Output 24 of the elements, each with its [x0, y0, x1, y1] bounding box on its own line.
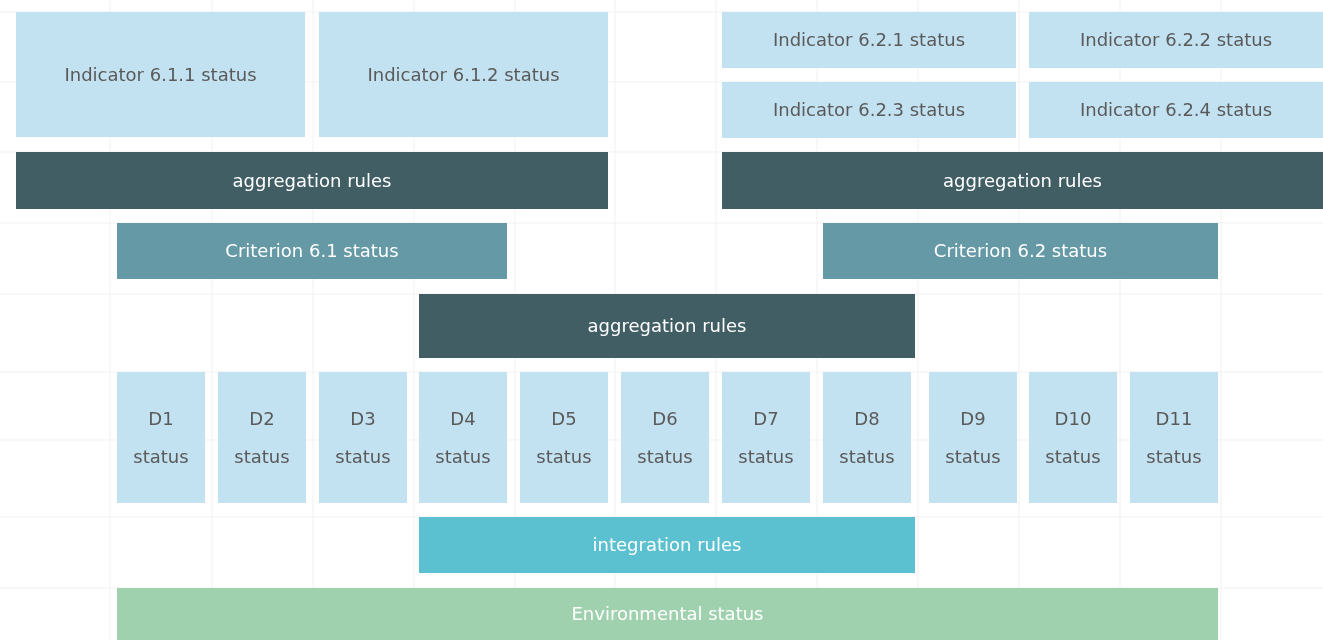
indicator-box: Indicator 6.1.2 status [319, 12, 608, 137]
indicator-box: Indicator 6.2.2 status [1029, 12, 1323, 68]
indicator-box: Indicator 6.2.1 status [722, 12, 1016, 68]
descriptor-box: D9 status [929, 372, 1017, 503]
descriptor-box: D3 status [319, 372, 407, 503]
descriptor-box: D10 status [1029, 372, 1117, 503]
criterion-box: Criterion 6.1 status [117, 223, 507, 279]
descriptor-box: D8 status [823, 372, 911, 503]
descriptor-box: D6 status [621, 372, 709, 503]
descriptor-box: D1 status [117, 372, 205, 503]
environmental-status-bar: Environmental status [117, 588, 1218, 640]
aggregation-bar: aggregation rules [419, 294, 915, 358]
criterion-box: Criterion 6.2 status [823, 223, 1218, 279]
aggregation-bar: aggregation rules [722, 152, 1323, 209]
descriptor-box: D5 status [520, 372, 608, 503]
indicator-box: Indicator 6.2.4 status [1029, 82, 1323, 138]
descriptor-box: D2 status [218, 372, 306, 503]
aggregation-bar: aggregation rules [16, 152, 608, 209]
indicator-box: Indicator 6.2.3 status [722, 82, 1016, 138]
descriptor-box: D11 status [1130, 372, 1218, 503]
descriptor-box: D7 status [722, 372, 810, 503]
indicator-box: Indicator 6.1.1 status [16, 12, 305, 137]
descriptor-box: D4 status [419, 372, 507, 503]
integration-bar: integration rules [419, 517, 915, 573]
